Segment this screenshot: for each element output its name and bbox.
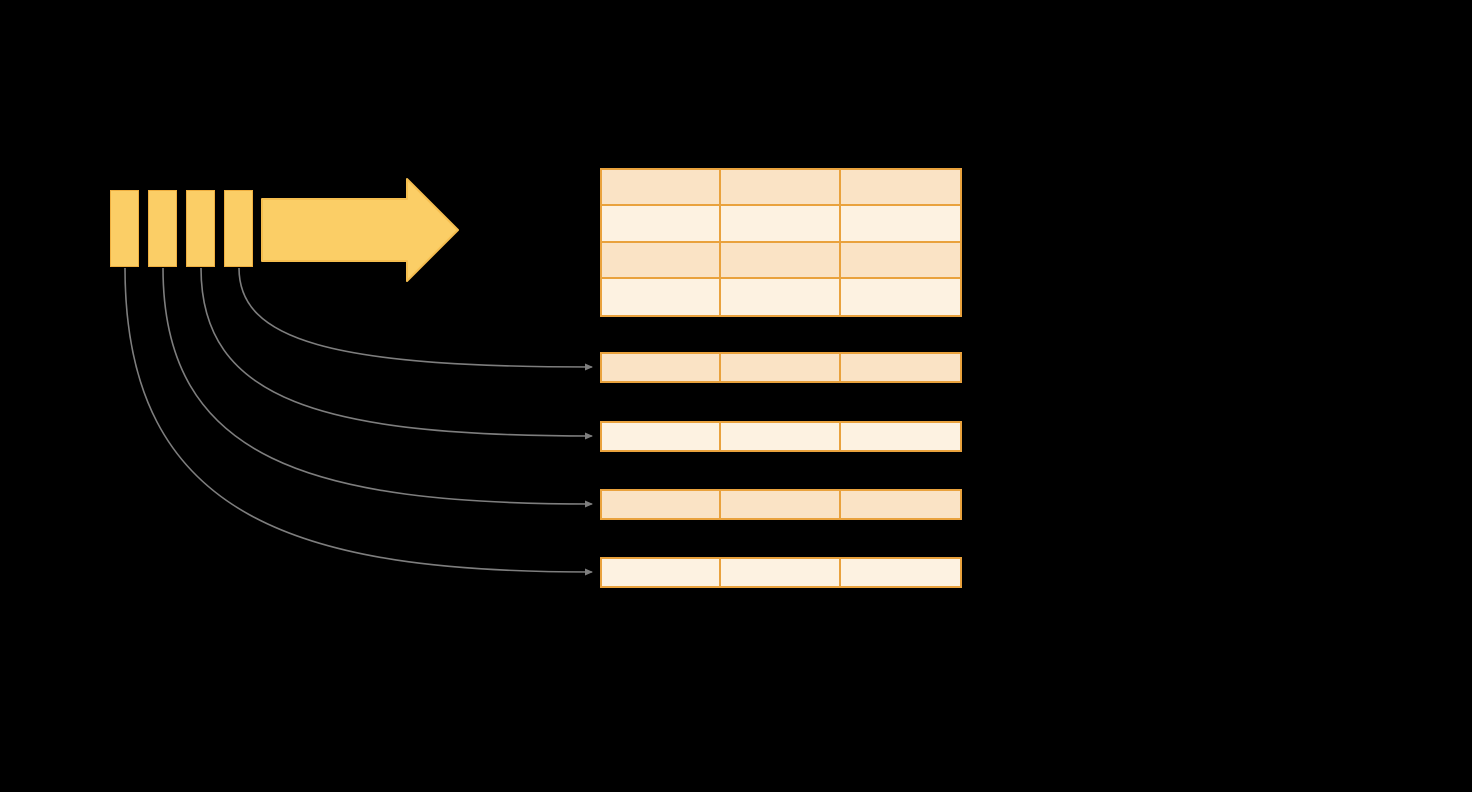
table-cell bbox=[841, 491, 960, 518]
table-cell bbox=[841, 559, 960, 586]
table-cell bbox=[841, 243, 960, 277]
table-cell bbox=[721, 278, 841, 315]
main-table-row-2 bbox=[602, 206, 960, 243]
table-cell bbox=[602, 423, 722, 450]
row-table-1 bbox=[600, 352, 962, 383]
table-cell bbox=[721, 242, 841, 277]
table-cell bbox=[841, 206, 960, 240]
table-cell bbox=[841, 354, 960, 381]
chunk-bar-2 bbox=[148, 190, 177, 267]
table-cell bbox=[602, 559, 722, 586]
chunk-bar-4 bbox=[224, 190, 253, 267]
table-cell bbox=[721, 491, 841, 518]
main-table-row-4 bbox=[602, 278, 960, 315]
table-cell bbox=[602, 354, 722, 381]
table-cell bbox=[602, 170, 722, 205]
table-cell bbox=[721, 559, 841, 586]
table-cell bbox=[841, 423, 960, 450]
main-table-row-1 bbox=[602, 170, 960, 207]
table-cell bbox=[721, 170, 841, 205]
row-table-4-row bbox=[602, 559, 960, 586]
connector-arrow-4 bbox=[124, 267, 593, 576]
table-cell bbox=[721, 206, 841, 241]
row-table-2 bbox=[600, 421, 962, 452]
chunk-bar-3 bbox=[186, 190, 215, 267]
main-table bbox=[600, 168, 962, 317]
table-cell bbox=[602, 491, 722, 518]
table-cell bbox=[602, 242, 722, 277]
table-cell bbox=[602, 278, 722, 315]
table-cell bbox=[841, 279, 960, 315]
connector-arrow-2 bbox=[200, 267, 593, 440]
table-cell bbox=[841, 170, 960, 204]
row-table-3 bbox=[600, 489, 962, 520]
connector-arrow-3 bbox=[162, 267, 593, 508]
row-table-2-row bbox=[602, 423, 960, 450]
row-table-4 bbox=[600, 557, 962, 588]
row-table-3-row bbox=[602, 491, 960, 518]
row-table-1-row bbox=[602, 354, 960, 381]
flow-arrow-icon bbox=[261, 178, 459, 282]
table-cell bbox=[721, 423, 841, 450]
table-cell bbox=[721, 354, 841, 381]
chunk-bar-1 bbox=[110, 190, 139, 267]
table-cell bbox=[602, 206, 722, 241]
main-table-row-3 bbox=[602, 242, 960, 279]
